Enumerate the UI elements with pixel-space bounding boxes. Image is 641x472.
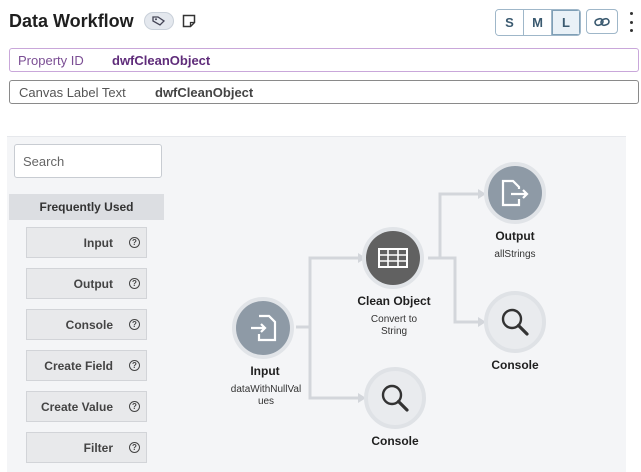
property-id-label: Property ID	[18, 52, 84, 68]
page-title: Data Workflow	[9, 10, 134, 31]
input-node-subtitle-line2: ues	[257, 396, 275, 407]
help-icon[interactable]: ?	[129, 401, 140, 412]
input-node-title: Input	[250, 364, 280, 378]
console-node-top[interactable]	[484, 291, 546, 353]
palette-item-label: Output	[73, 276, 113, 291]
frequently-used-header[interactable]: Frequently Used	[9, 194, 164, 220]
palette-item-label: Create Field	[44, 358, 113, 373]
output-node-title: Output	[495, 229, 535, 243]
palette-item-filter[interactable]: Filter ?	[26, 432, 147, 463]
size-medium-button[interactable]: M	[524, 10, 552, 35]
size-small-button[interactable]: S	[496, 10, 524, 35]
title-row: Data Workflow	[9, 8, 198, 34]
help-icon[interactable]: ?	[129, 442, 140, 453]
magnifier-icon	[501, 308, 529, 336]
help-icon[interactable]: ?	[129, 360, 140, 371]
input-node-subtitle-line1: dataWithNullVal	[230, 384, 302, 395]
search-input[interactable]: Search	[14, 144, 162, 178]
clean-object-node[interactable]	[362, 227, 424, 289]
help-icon[interactable]: ?	[129, 319, 140, 330]
size-large-button[interactable]: L	[552, 10, 580, 35]
link-icon	[594, 17, 610, 26]
canvas-label-value: dwfCleanObject	[155, 84, 254, 100]
palette-item-create-field[interactable]: Create Field ?	[26, 350, 147, 381]
palette-item-label: Console	[65, 317, 113, 332]
clean-object-node-title: Clean Object	[357, 294, 431, 308]
palette-item-input[interactable]: Input ?	[26, 227, 147, 258]
input-node[interactable]	[232, 297, 294, 359]
table-icon	[366, 231, 420, 285]
block-palette: Search Frequently Used Input ? Output ? …	[7, 137, 165, 472]
output-node-subtitle: allStrings	[494, 249, 536, 260]
output-node-icon	[488, 166, 542, 220]
size-toggle-group: S M L	[495, 9, 581, 36]
link-button[interactable]	[586, 9, 618, 34]
palette-item-create-value[interactable]: Create Value ?	[26, 391, 147, 422]
output-node[interactable]	[484, 162, 546, 224]
palette-item-console[interactable]: Console ?	[26, 309, 147, 340]
property-id-value: dwfCleanObject	[112, 52, 211, 68]
console-node-bottom[interactable]	[364, 367, 426, 429]
help-icon[interactable]: ?	[129, 278, 140, 289]
console-node-bottom-title: Console	[371, 434, 419, 448]
input-node-icon	[236, 301, 290, 355]
magnifier-icon	[381, 384, 409, 412]
console-node-top-title: Console	[491, 358, 539, 372]
more-options-icon[interactable]	[628, 12, 634, 32]
help-icon[interactable]: ?	[129, 237, 140, 248]
palette-item-label: Filter	[83, 440, 113, 455]
canvas-label-label: Canvas Label Text	[19, 84, 126, 100]
tag-icon[interactable]	[143, 12, 174, 30]
property-id-field[interactable]: Property ID dwfCleanObject	[9, 48, 639, 72]
palette-item-label: Create Value	[40, 399, 113, 414]
palette-item-label: Input	[83, 235, 113, 250]
canvas-label-field[interactable]: Canvas Label Text dwfCleanObject	[9, 80, 639, 104]
palette-item-output[interactable]: Output ?	[26, 268, 147, 299]
clean-object-node-subtitle-line2: String	[380, 326, 408, 337]
note-icon[interactable]	[180, 12, 198, 30]
clean-object-node-subtitle-line1: Convert to	[370, 314, 418, 325]
